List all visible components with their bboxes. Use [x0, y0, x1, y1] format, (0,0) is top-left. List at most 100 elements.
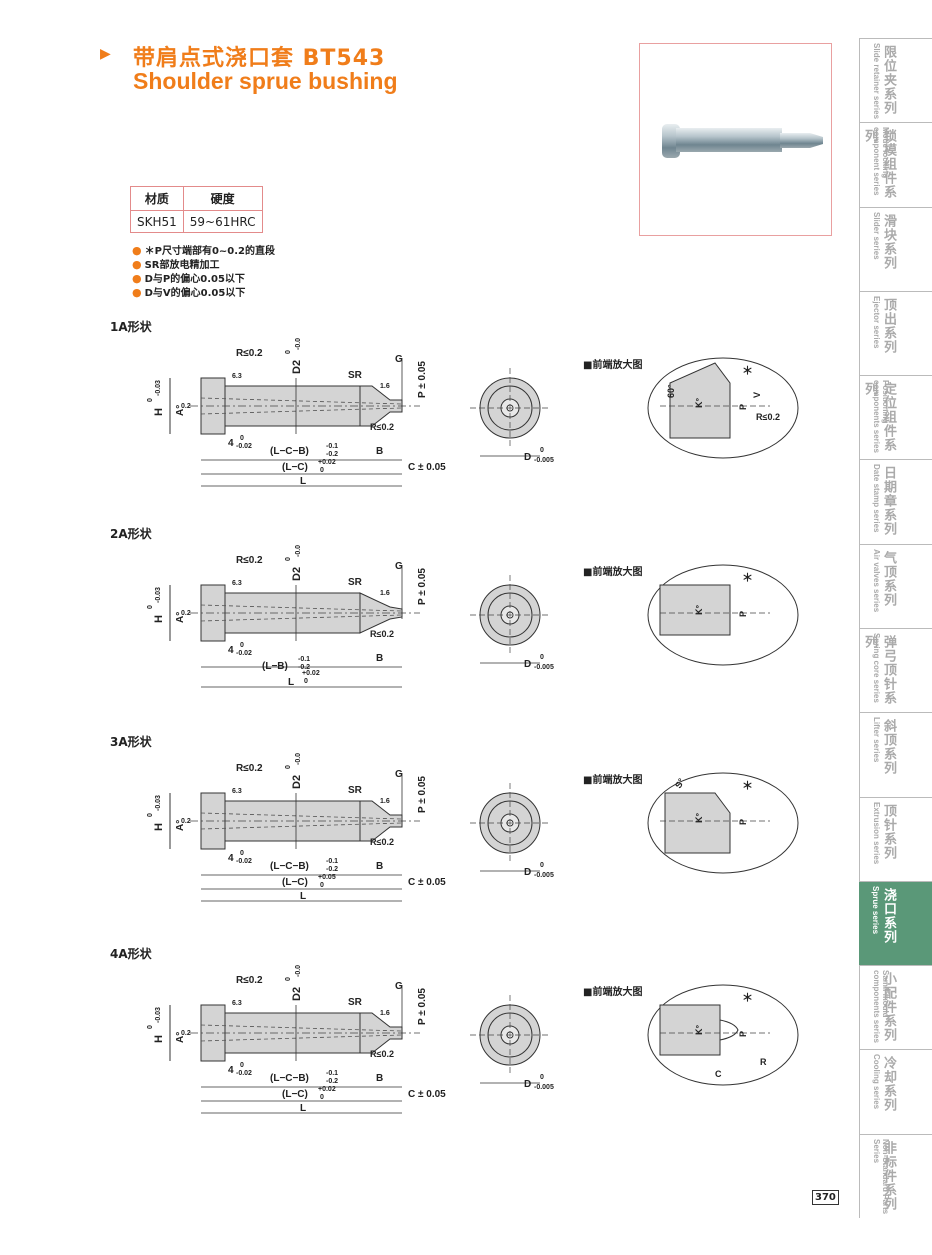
- dim-l-label: L: [300, 476, 306, 487]
- bore-line: [200, 614, 403, 622]
- sidebar-tab-label-en: Slide retainer series: [872, 43, 881, 120]
- dim-lc-tol: 0: [320, 882, 324, 889]
- material-table: 材质 硬度 SKH51 59~61HRC: [130, 186, 263, 233]
- bore-line: [200, 1024, 403, 1032]
- bore-line: [200, 407, 403, 415]
- dim-4-tol: 0: [240, 850, 244, 857]
- dim-v-label: V: [752, 392, 762, 398]
- sidebar-tab-label-en: Extrusion series: [872, 801, 881, 864]
- sidebar-tab-label-en: Air valves series: [872, 548, 881, 612]
- sidebar-tab-label-cn: 小配件系列: [881, 972, 896, 1043]
- dim-p-label: P: [738, 1031, 748, 1037]
- dim-g-label: G: [395, 354, 403, 365]
- dim-lc-tol: +0.02: [318, 459, 336, 466]
- dim-h-tol: -0.03: [155, 795, 162, 811]
- roughness-label: 1.6: [380, 383, 390, 390]
- sidebar-tab-label-cn: 斜顶系列: [881, 719, 896, 776]
- notes-list: ●＊P尺寸端部有0~0.2的直段 ●SR部放电精加工 ●D与P的偏心0.05以下…: [132, 244, 275, 300]
- dim-d2-label: D2: [291, 360, 303, 374]
- dim-flat-label: 0.2: [181, 610, 191, 617]
- dim-lcb-label: (L−C−B): [270, 446, 309, 457]
- dim-d-tol: 0: [540, 447, 544, 454]
- dim-d2-tol: 0: [285, 350, 292, 354]
- dim-d-tol: -0.005: [534, 457, 554, 464]
- dim-a-label: A°: [175, 405, 186, 416]
- enlarged-view-label: ■前端放大图: [583, 567, 643, 578]
- dim-4-label: 4: [228, 1065, 234, 1076]
- bore-line: [200, 397, 403, 405]
- dim-k-label: K°: [694, 813, 704, 823]
- dim-k-label: K°: [694, 605, 704, 615]
- sidebar-tab-label-cn: 滑块系列: [881, 213, 896, 270]
- roughness-label: 1.6: [380, 1010, 390, 1017]
- sidebar-tab-label-cn: 定位组件系列: [862, 382, 896, 453]
- dim-sr-label: SR: [348, 370, 363, 381]
- dim-l-tol: 0: [304, 678, 308, 685]
- shape-label: 3A形状: [110, 735, 152, 749]
- dim-lc-tol: +0.02: [318, 1086, 336, 1093]
- dim-d2-tol: 0: [285, 977, 292, 981]
- dim-lcb-tol: -0.1: [326, 443, 338, 450]
- sidebar-tab-label-en: Cooling series: [872, 1054, 881, 1110]
- sidebar-tab-label-cn: 冷却系列: [881, 1056, 896, 1113]
- sidebar-tab-label-cn: 弹弓顶针系列: [862, 635, 896, 705]
- dim-lc-label: (L−C): [282, 1089, 308, 1100]
- dim-g-label: G: [395, 769, 403, 780]
- dim-h-tol: 0: [147, 605, 154, 609]
- hardness-header: 硬度: [182, 186, 263, 211]
- sidebar-tab-label-en: Sprue series: [871, 885, 880, 934]
- dim-lcb-tol: -0.2: [326, 1078, 338, 1085]
- dim-h-label: H: [153, 408, 165, 416]
- dim-4-tol: -0.02: [236, 1070, 252, 1077]
- dim-l-label: L: [288, 677, 294, 688]
- dim-h-tol: -0.03: [155, 587, 162, 603]
- dim-c-label: C ± 0.05: [408, 877, 446, 888]
- enlarged-view-label: ■前端放大图: [583, 360, 643, 371]
- dim-d2-tol: 0: [285, 557, 292, 561]
- enlarged-view-label: ■前端放大图: [583, 775, 643, 786]
- dim-lc-tol: +0.05: [318, 874, 336, 881]
- dim-c-label: C: [715, 1069, 722, 1079]
- dim-d-tol: -0.005: [534, 1084, 554, 1091]
- dim-sr-label: SR: [348, 997, 363, 1008]
- dim-b-label: B: [376, 861, 383, 872]
- dim-4-tol: 0: [240, 435, 244, 442]
- dim-lcb-tol: -0.2: [326, 451, 338, 458]
- sidebar-tab-label-en: Samll mould components series: [872, 970, 890, 1044]
- dim-4-tol: 0: [240, 1062, 244, 1069]
- dim-c-label: C ± 0.05: [408, 1089, 446, 1100]
- dim-k-label: K°: [694, 1025, 704, 1035]
- dim-d2-tol: -0.05: [295, 965, 302, 977]
- dim-lcb-tol: -0.1: [326, 858, 338, 865]
- dim-r-label: R≤0.2: [236, 975, 263, 986]
- sidebar-tab-label-en: Spring core series: [872, 633, 881, 703]
- sidebar-tab-label-cn: 浇口系列: [881, 887, 896, 944]
- enlarged-view-detail: [659, 584, 731, 636]
- dim-h-label: H: [153, 823, 165, 831]
- dim-sr-label: SR: [348, 785, 363, 796]
- dim-h-label: H: [153, 1035, 165, 1043]
- dim-d2-label: D2: [291, 775, 303, 789]
- dim-d-label: D: [524, 1079, 531, 1090]
- dim-r-label: R≤0.2: [236, 348, 263, 359]
- dim-sr-label: SR: [348, 577, 363, 588]
- dim-d2-tol: -0.05: [295, 338, 302, 350]
- bore-line: [200, 812, 403, 820]
- dim-p-label: P: [738, 611, 748, 617]
- bore-line: [200, 604, 403, 612]
